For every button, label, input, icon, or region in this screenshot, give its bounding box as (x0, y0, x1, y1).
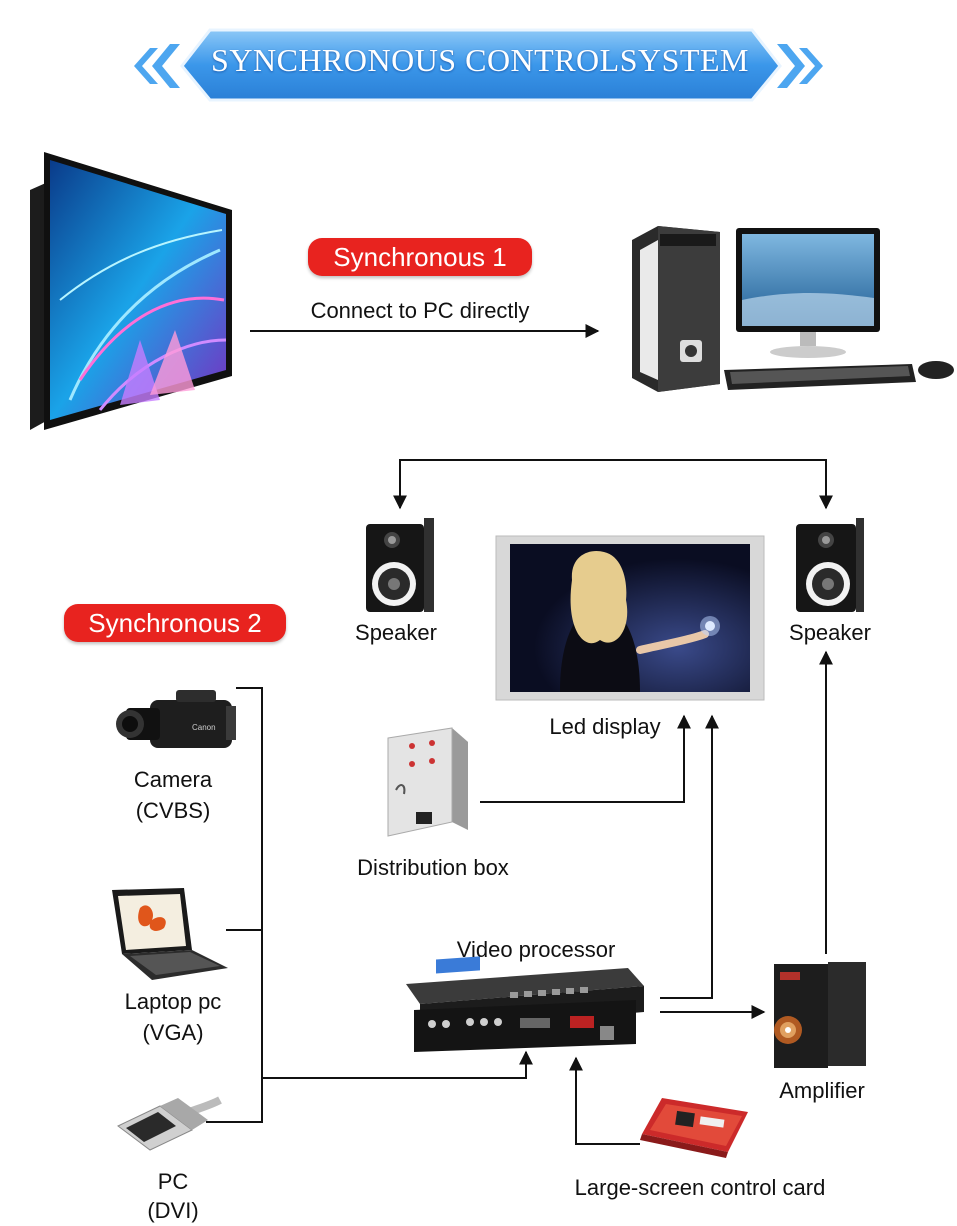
speaker-right-label: Speaker (770, 618, 890, 648)
line-processor-to-led (660, 716, 712, 998)
speaker-left-label: Speaker (336, 618, 456, 648)
amplifier-label: Amplifier (760, 1076, 884, 1106)
video-processor-image (406, 956, 644, 1052)
distribution-box-label: Distribution box (338, 853, 528, 883)
control-card-label: Large-screen control card (552, 1173, 848, 1203)
dvi-connector-image (118, 1098, 220, 1150)
led-display-label: Led display (520, 712, 690, 742)
connect-to-pc-label: Connect to PC directly (280, 296, 560, 326)
line-card-to-processor (576, 1058, 640, 1144)
control-card-image (640, 1098, 748, 1158)
synchronous-2-badge: Synchronous 2 (64, 604, 286, 642)
amplifier-image (774, 962, 866, 1068)
led-wall-image (30, 152, 232, 430)
synchronous-1-badge: Synchronous 1 (308, 238, 532, 276)
video-processor-label: Video processor (430, 935, 642, 965)
camera-signal-label: (CVBS) (100, 796, 246, 826)
line-bus-to-processor (262, 1052, 526, 1078)
camera-label: Camera (100, 765, 246, 795)
laptop-label: Laptop pc (98, 987, 248, 1017)
speaker-right-image (796, 518, 864, 612)
laptop-signal-label: (VGA) (98, 1018, 248, 1048)
laptop-image (112, 888, 228, 980)
line-speaker-loop (400, 460, 826, 508)
distribution-box-image (388, 728, 468, 836)
pc-signal-label: (DVI) (122, 1196, 224, 1226)
led-display-image (496, 536, 764, 700)
svg-text:Canon: Canon (192, 723, 216, 732)
speaker-left-image (366, 518, 434, 612)
pc-label: PC (122, 1167, 224, 1197)
line-source-bus (206, 688, 262, 1122)
desktop-computer-image (632, 226, 954, 392)
camera-image: Canon (116, 690, 236, 748)
banner-title: SYNCHRONOUS CONTROLSYSTEM (190, 42, 770, 79)
